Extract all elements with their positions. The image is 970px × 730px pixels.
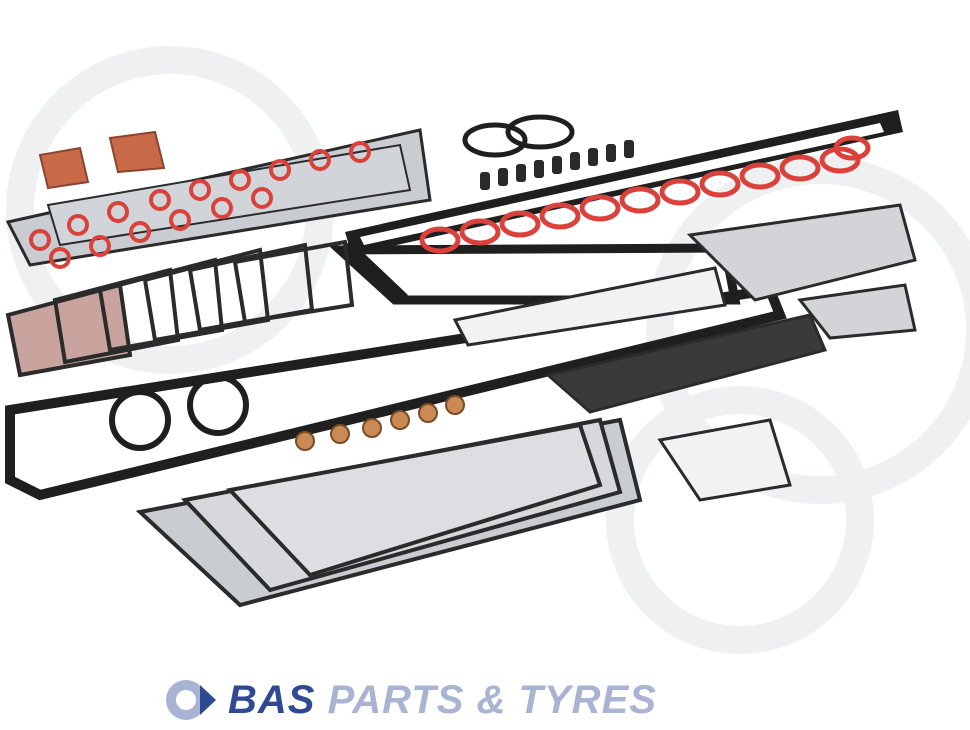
gasket-set-photo xyxy=(4,46,970,654)
black-plug-row xyxy=(480,140,634,190)
rubber-sleeves xyxy=(38,130,166,190)
manifold-gaskets-right xyxy=(452,203,917,502)
long-gasket-top xyxy=(342,110,903,302)
lower-gasket-stack xyxy=(135,417,643,608)
brand-name-primary: BAS xyxy=(228,677,316,722)
brand-wordmark: BAS PARTS & TYRES xyxy=(228,678,657,723)
flange-gaskets xyxy=(109,374,249,451)
black-orings xyxy=(462,114,575,158)
bas-wheel-logo-icon xyxy=(160,675,220,725)
brand-name-secondary: PARTS & TYRES xyxy=(327,677,657,722)
copper-washers xyxy=(295,395,465,451)
red-seal-row xyxy=(419,135,871,254)
rocker-gasket-stack xyxy=(5,239,355,378)
head-gasket-stack xyxy=(5,128,432,269)
brand-footer: BAS PARTS & TYRES xyxy=(160,672,820,728)
